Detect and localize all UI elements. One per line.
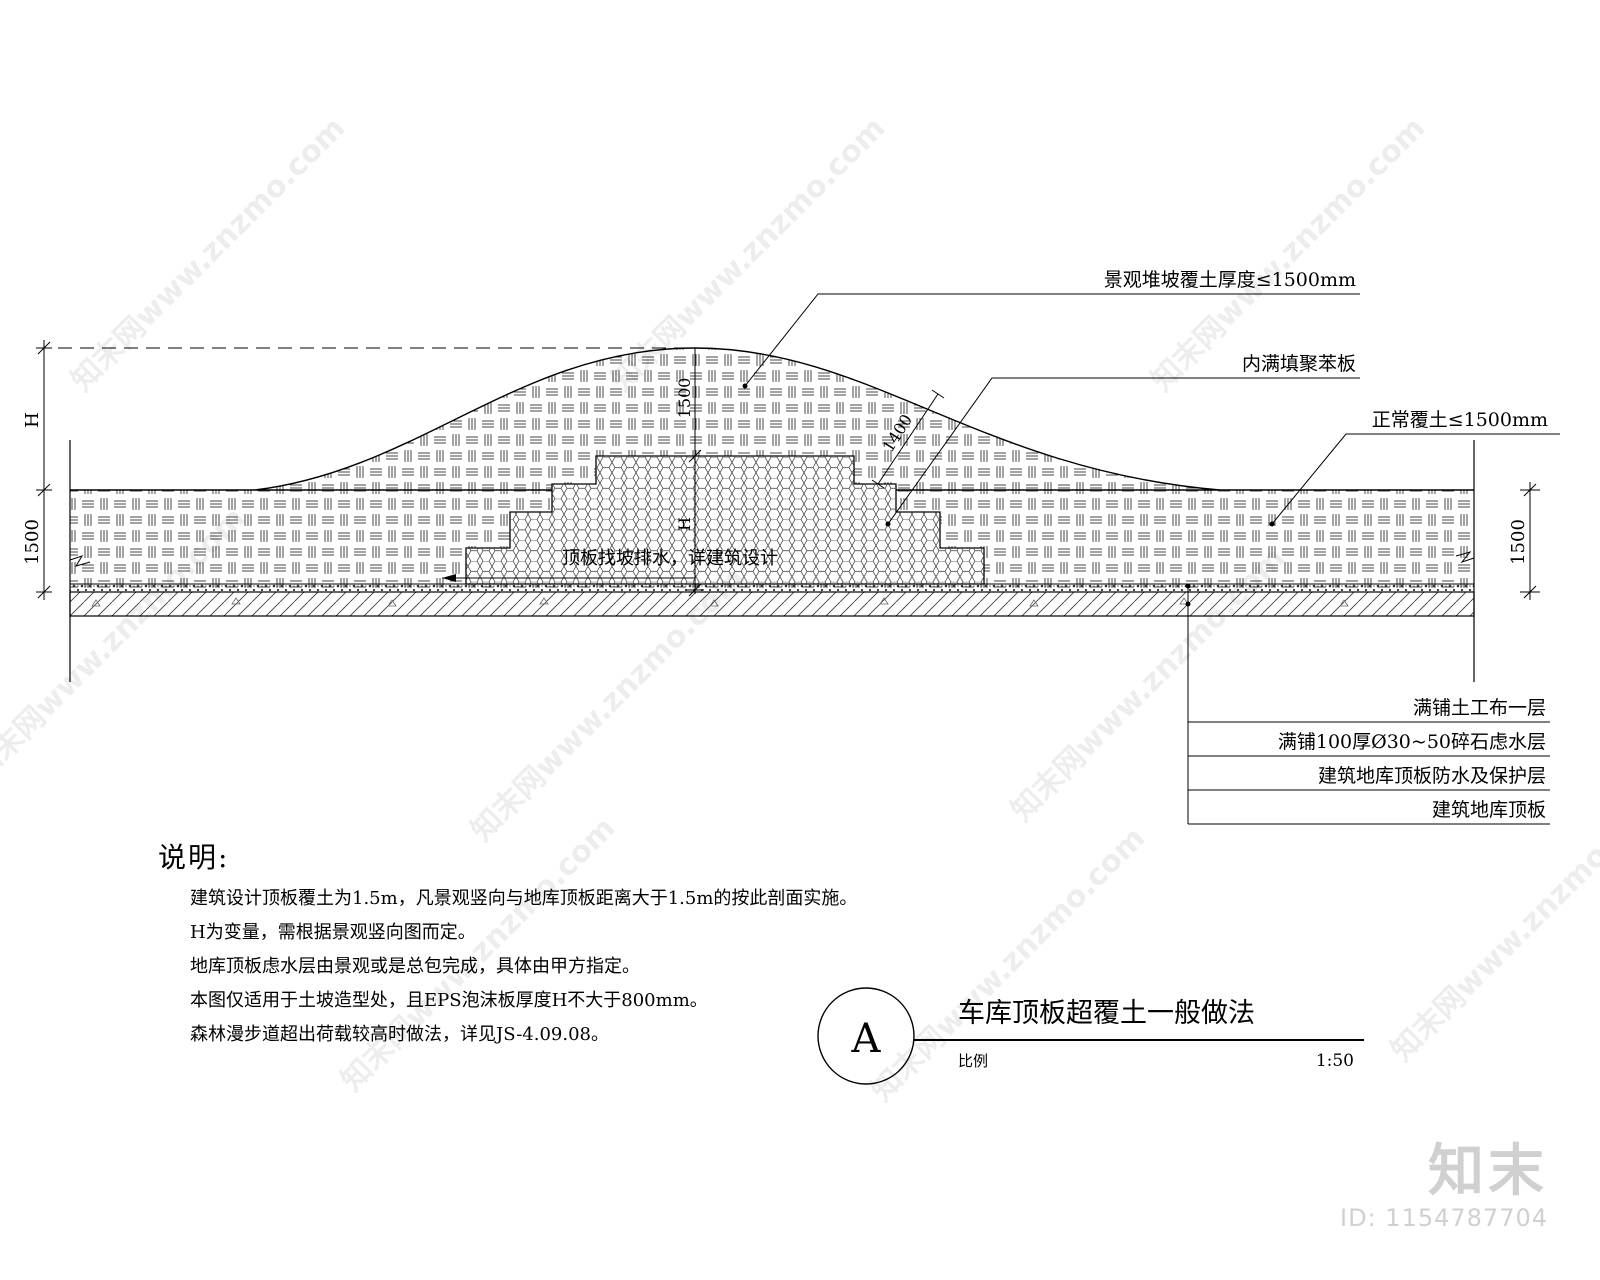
notes-heading: 说明:: [158, 841, 230, 874]
label-mound-soil: 景观堆坡覆土厚度≤1500mm: [1104, 269, 1356, 291]
layer-label-gravel: 满铺100厚Ø30~50碎石虑水层: [1278, 731, 1546, 753]
layer-label-geotextile: 满铺土工布一层: [1413, 697, 1546, 719]
brand-block: 知末 ID: 1154787704: [1340, 1139, 1548, 1233]
section-symbol-circle: [817, 987, 915, 1085]
scale-label: 比例: [958, 1052, 988, 1070]
dim-h-center: H: [675, 517, 694, 531]
note-item: 本图仅适用于土坡造型处，且EPS泡沫板厚度H不大于800mm。: [190, 990, 708, 1011]
break-mark-right: [1455, 551, 1475, 564]
asset-id: ID: 1154787704: [1340, 1204, 1548, 1232]
label-normal-soil: 正常覆土≤1500mm: [1372, 409, 1548, 431]
note-item: 建筑设计顶板覆土为1.5m，凡景观竖向与地库顶板距离大于1.5m的按此剖面实施。: [190, 888, 858, 909]
section-symbol: A: [851, 1016, 882, 1062]
layer-label-waterproofing: 建筑地库顶板防水及保护层: [1318, 765, 1546, 787]
note-item: 森林漫步道超出荷载较高时做法，详见JS-4.09.08。: [190, 1024, 609, 1045]
leader-eps-fill: [887, 377, 1360, 525]
drawing-title: 车库顶板超覆土一般做法: [958, 998, 1255, 1029]
note-item: 地库顶板虑水层由景观或是总包完成，具体由甲方指定。: [190, 956, 640, 977]
slope-drain-note: 顶板找坡排水，详建筑设计: [562, 548, 778, 569]
layer-label-roof-slab: 建筑地库顶板: [1432, 799, 1546, 821]
note-item: H为变量，需根据景观竖向图而定。: [190, 922, 476, 943]
scale-value: 1:50: [1316, 1051, 1354, 1071]
break-mark-left: [69, 555, 91, 567]
leader-normal-soil: [1271, 433, 1560, 525]
notes-section: 说明: 建筑设计顶板覆土为1.5m，凡景观竖向与地库顶板距离大于1.5m的按此剖…: [158, 836, 857, 1052]
dim-1500-left: 1500: [22, 519, 43, 565]
dim-h-left: H: [22, 412, 43, 428]
dim-1500-right: 1500: [1508, 519, 1529, 565]
mound-soil: [254, 347, 1221, 491]
brand-logo: 知末: [1428, 1139, 1548, 1204]
label-eps-fill: 内满填聚苯板: [1242, 353, 1356, 375]
leader-mound-soil: [744, 293, 1360, 387]
dim-1500-center: 1500: [675, 378, 694, 419]
